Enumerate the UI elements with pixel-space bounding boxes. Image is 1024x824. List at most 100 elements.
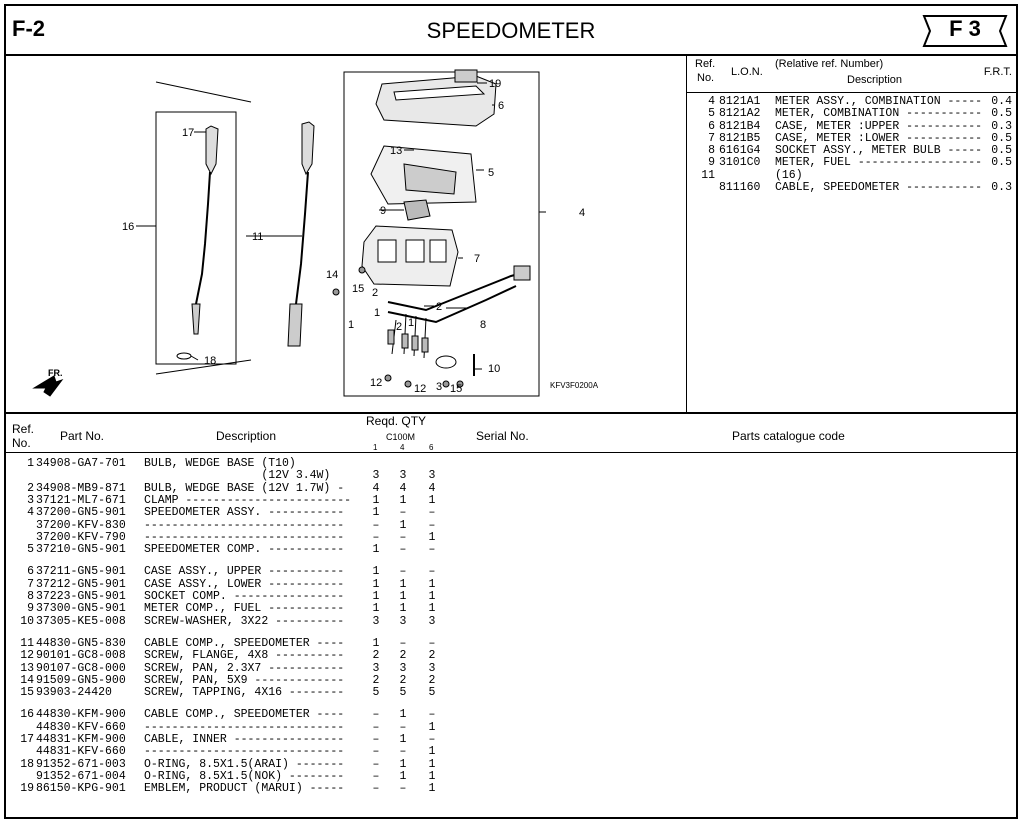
parts-part: 90101-GC8-008: [36, 649, 126, 663]
parts-q6: 5: [428, 686, 436, 700]
parts-q6: 1: [428, 530, 436, 544]
parts-q6: –: [428, 708, 436, 722]
parts-desc: -----------------------------: [144, 530, 345, 544]
parts-q1: –: [372, 769, 380, 783]
parts-q1: –: [372, 757, 380, 771]
callout-15b: 15: [450, 383, 462, 395]
parts-desc: BULB, WEDGE BASE (12V 1.7W) -: [144, 481, 345, 495]
parts-ref: 3: [27, 493, 34, 507]
parts-q4: –: [399, 636, 407, 650]
parts-q4: 1: [399, 757, 407, 771]
parts-q4: 1: [399, 590, 407, 603]
ref-lon-header: Ref. No. L.O.N. (Relative ref. Number) D…: [687, 54, 1016, 93]
ref-lon-lon: 8121B5: [719, 131, 761, 145]
parts-desc: SPEEDOMETER ASSY. -----------: [144, 506, 345, 520]
parts-q6: 1: [428, 493, 436, 507]
parts-q4: –: [399, 782, 407, 796]
ref-lon-ref: 9: [708, 156, 715, 170]
ref-lon-lon: 8121A1: [719, 95, 761, 108]
parts-q1: 2: [372, 673, 380, 687]
parts-ref: 17: [20, 733, 34, 746]
parts-part: 37211-GN5-901: [36, 565, 126, 579]
parts-q4: 3: [399, 614, 407, 628]
parts-ref: 8: [27, 590, 34, 603]
parts-ref: 15: [20, 686, 34, 700]
section-code: F-2: [12, 16, 45, 41]
parts-q4: 3: [399, 661, 407, 675]
ref-lon-desc: (16): [775, 168, 803, 182]
parts-q6: 1: [428, 745, 436, 759]
ref-lon-frt: 0.3: [991, 119, 1012, 133]
callout-3: 3: [436, 381, 442, 393]
parts-q6: 4: [428, 481, 436, 495]
parts-q1: 1: [372, 602, 380, 616]
callout-4: 4: [579, 207, 585, 219]
ref-lon-lon: 3101C0: [719, 156, 761, 170]
ref-lon-lon: 6161G4: [719, 144, 761, 158]
parts-q1: 1: [372, 577, 380, 591]
callout-12b: 12: [414, 383, 426, 395]
parts-part: 34908-MB9-871: [36, 481, 126, 495]
parts-table-row: 37200-KFV-830---------------------------…: [6, 518, 446, 532]
parts-table-header: Ref. No. Part No. Description Reqd. QTY …: [6, 412, 1016, 453]
ref-lon-desc: METER, COMBINATION -----------: [775, 107, 983, 121]
parts-part: 86150-KPG-901: [36, 782, 126, 796]
parts-part: 37121-ML7-671: [36, 493, 126, 507]
callout-1b: 1: [348, 319, 354, 331]
parts-q1: 4: [372, 481, 380, 495]
parts-q4: 3: [399, 469, 407, 483]
parts-ref: 16: [20, 708, 34, 722]
page-title: SPEEDOMETER: [426, 18, 596, 43]
parts-ref: 2: [27, 481, 34, 495]
parts-ref: 7: [27, 577, 34, 591]
parts-desc: -----------------------------: [144, 720, 345, 734]
parts-q4: –: [399, 530, 407, 544]
parts-q1: 3: [372, 614, 380, 628]
parts-q1: 1: [372, 636, 380, 650]
parts-part: 37200-KFV-830: [36, 518, 126, 532]
parts-q4: 2: [399, 649, 407, 663]
parts-q4: –: [399, 506, 407, 520]
parts-q1: 3: [372, 469, 380, 483]
parts-q4: –: [399, 720, 407, 734]
parts-table-row: 44830-KFV-660---------------------------…: [6, 720, 446, 734]
qty-col-4: 4: [400, 443, 405, 452]
parts-ref: 19: [20, 782, 34, 796]
parts-ref: 6: [27, 565, 34, 579]
parts-q6: 1: [428, 782, 436, 796]
parts-q6: 1: [428, 590, 436, 603]
front-label: FR.: [48, 368, 63, 378]
callout-1c: 1: [408, 317, 414, 329]
parts-q4: –: [399, 565, 407, 579]
diagram-code: KFV3F0200A: [550, 381, 599, 390]
parts-table-row: 44831-KFV-660---------------------------…: [6, 745, 446, 759]
frt-header: F.R.T.: [983, 66, 1012, 78]
parts-desc: O-RING, 8.5X1.5(NOK) --------: [144, 769, 345, 783]
parts-q1: 3: [372, 661, 380, 675]
ref-lon-ref: 4: [708, 95, 715, 108]
parts-q1: –: [372, 708, 380, 722]
ref-lon-ref: 6: [708, 119, 715, 133]
ref-lon-desc: CASE, METER :LOWER -----------: [775, 131, 983, 145]
catalogue-code-header: Parts catalogue code: [732, 429, 845, 443]
parts-ref: 9: [27, 602, 34, 616]
parts-q6: –: [428, 733, 436, 746]
parts-desc: CASE ASSY., UPPER -----------: [144, 565, 345, 579]
badge-frame-icon: [922, 15, 1008, 47]
parts-part: 44830-KFM-900: [36, 708, 126, 722]
parts-q6: 2: [428, 649, 436, 663]
lon-header: L.O.N.: [731, 66, 763, 78]
callout-5: 5: [488, 167, 494, 179]
parts-q1: –: [372, 720, 380, 734]
ref-lon-desc: METER ASSY., COMBINATION -----: [775, 95, 983, 108]
